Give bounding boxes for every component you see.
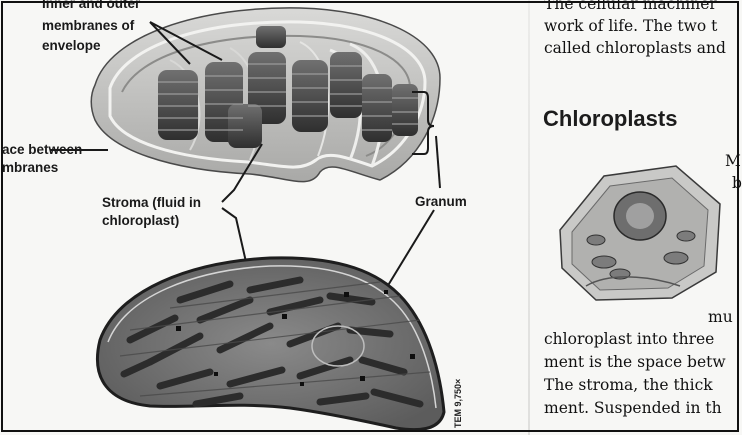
text-line-3: called chloroplasts and [544,39,726,58]
page-gutter [528,0,530,435]
envelope-label-line-3: envelope [42,37,101,54]
body-line-3: The stroma, the thick [544,376,713,395]
text-line-2: work of life. The two t [544,17,717,36]
granum-label: Granum [415,193,467,210]
plant-cell-illustration [560,166,720,300]
section-heading: Chloroplasts [543,106,677,132]
body-line-1: chloroplast into three [544,330,714,349]
chloroplast-3d-diagram [91,8,440,182]
envelope-label-line-1: Inner and outer [42,0,140,12]
side-fragment-b: b [732,174,742,193]
body-line-4: ment. Suspended in th [544,399,722,418]
micrograph-credit: TEM 9,750× [453,379,463,428]
text-line-1: The cellular machiner [544,0,717,14]
side-fragment-mu: mu [708,308,733,327]
tem-micrograph [97,258,444,430]
envelope-label-line-2: membranes of [42,17,134,34]
side-fragment-m: M [725,152,741,171]
stroma-label-line-1: Stroma (fluid in [102,194,201,211]
intermembrane-label-line-2: mbranes [2,159,58,176]
stroma-label-line-2: chloroplast) [102,212,179,229]
intermembrane-label-line-1: ace between [2,141,82,158]
body-line-2: ment is the space betw [544,353,726,372]
